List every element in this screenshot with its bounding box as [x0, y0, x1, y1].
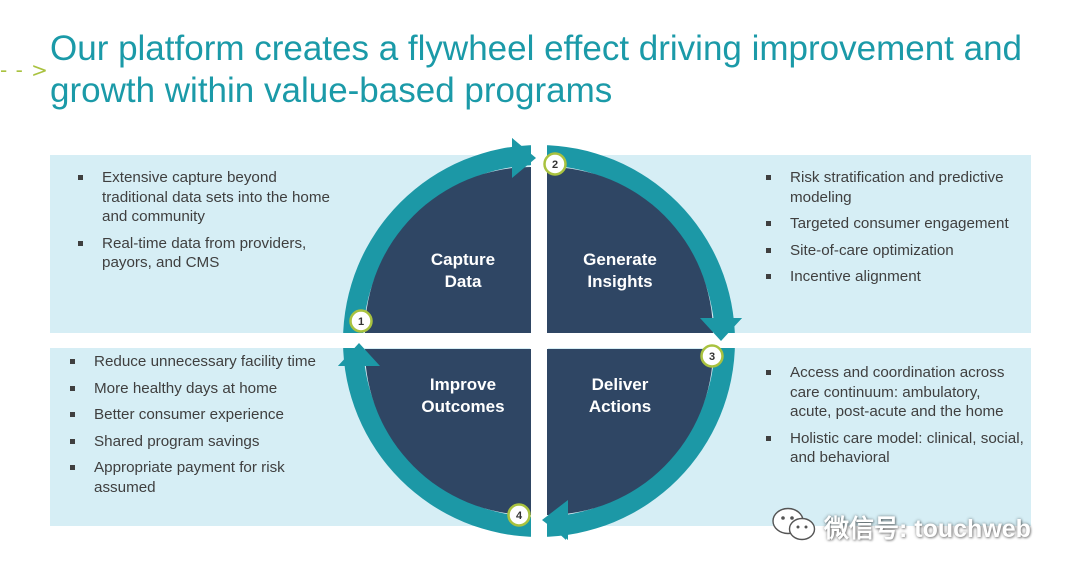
- quadrant-deliver-actions: [547, 349, 713, 515]
- bullet-item: Real-time data from providers, payors, a…: [76, 234, 336, 273]
- capture-data-bullets: Extensive capture beyond traditional dat…: [76, 168, 336, 280]
- arrowhead-left-tip: [338, 343, 380, 366]
- step-badge-2: [543, 152, 567, 176]
- watermark-text: 微信号: touchweb: [824, 515, 1031, 543]
- bullet-item: Targeted consumer engagement: [764, 214, 1026, 234]
- capture-label-line2: Data: [445, 272, 482, 291]
- bullet-item: Holistic care model: clinical, social, a…: [764, 429, 1026, 468]
- quadrant-capture-data: [365, 167, 531, 333]
- step-number-3: 3: [709, 351, 715, 363]
- divider-horizontal: [330, 333, 750, 348]
- bullet-item: Appropriate payment for risk assumed: [68, 458, 338, 497]
- step-badge-1: [349, 309, 373, 333]
- bullet-item: Site-of-care optimization: [764, 241, 1026, 261]
- bullet-item: Reduce unnecessary facility time: [68, 352, 338, 372]
- generate-label-line1: Generate: [583, 250, 657, 269]
- slide-title: Our platform creates a flywheel effect d…: [50, 29, 1023, 110]
- arrowhead-bottom-tip: [542, 500, 568, 540]
- step-badge-4: [507, 503, 531, 527]
- capture-label-line1: Capture: [431, 250, 495, 269]
- improve-label-line1: Improve: [430, 375, 496, 394]
- step-badge-3: [700, 344, 724, 368]
- quadrant-generate-insights: [547, 167, 713, 333]
- improve-label-line2: Outcomes: [421, 397, 504, 416]
- generate-insights-bullets: Risk stratification and predictive model…: [764, 168, 1026, 294]
- bullet-item: More healthy days at home: [68, 379, 338, 399]
- deliver-label-line2: Actions: [589, 397, 651, 416]
- bullet-item: Extensive capture beyond traditional dat…: [76, 168, 336, 227]
- bullet-item: Incentive alignment: [764, 267, 1026, 287]
- step-number-2: 2: [552, 159, 558, 171]
- deliver-actions-bullets: Access and coordination across care cont…: [764, 363, 1026, 475]
- watermark: 微信号: touchweb: [768, 505, 1058, 545]
- bullet-item: Risk stratification and predictive model…: [764, 168, 1026, 207]
- title-arrow-icon: - - >: [0, 58, 49, 82]
- arrowhead-top-tip: [512, 138, 536, 178]
- arrowhead-right-tip: [700, 318, 742, 341]
- improve-outcomes-bullets: Reduce unnecessary facility time More he…: [68, 352, 338, 504]
- step-number-1: 1: [358, 316, 364, 328]
- bullet-item: Access and coordination across care cont…: [764, 363, 1026, 422]
- quadrant-improve-outcomes: [365, 349, 531, 515]
- bullet-item: Better consumer experience: [68, 405, 338, 425]
- generate-label-line2: Insights: [587, 272, 652, 291]
- bullet-item: Shared program savings: [68, 432, 338, 452]
- step-number-4: 4: [516, 510, 523, 522]
- wechat-icon: [772, 507, 816, 541]
- deliver-label-line1: Deliver: [592, 375, 649, 394]
